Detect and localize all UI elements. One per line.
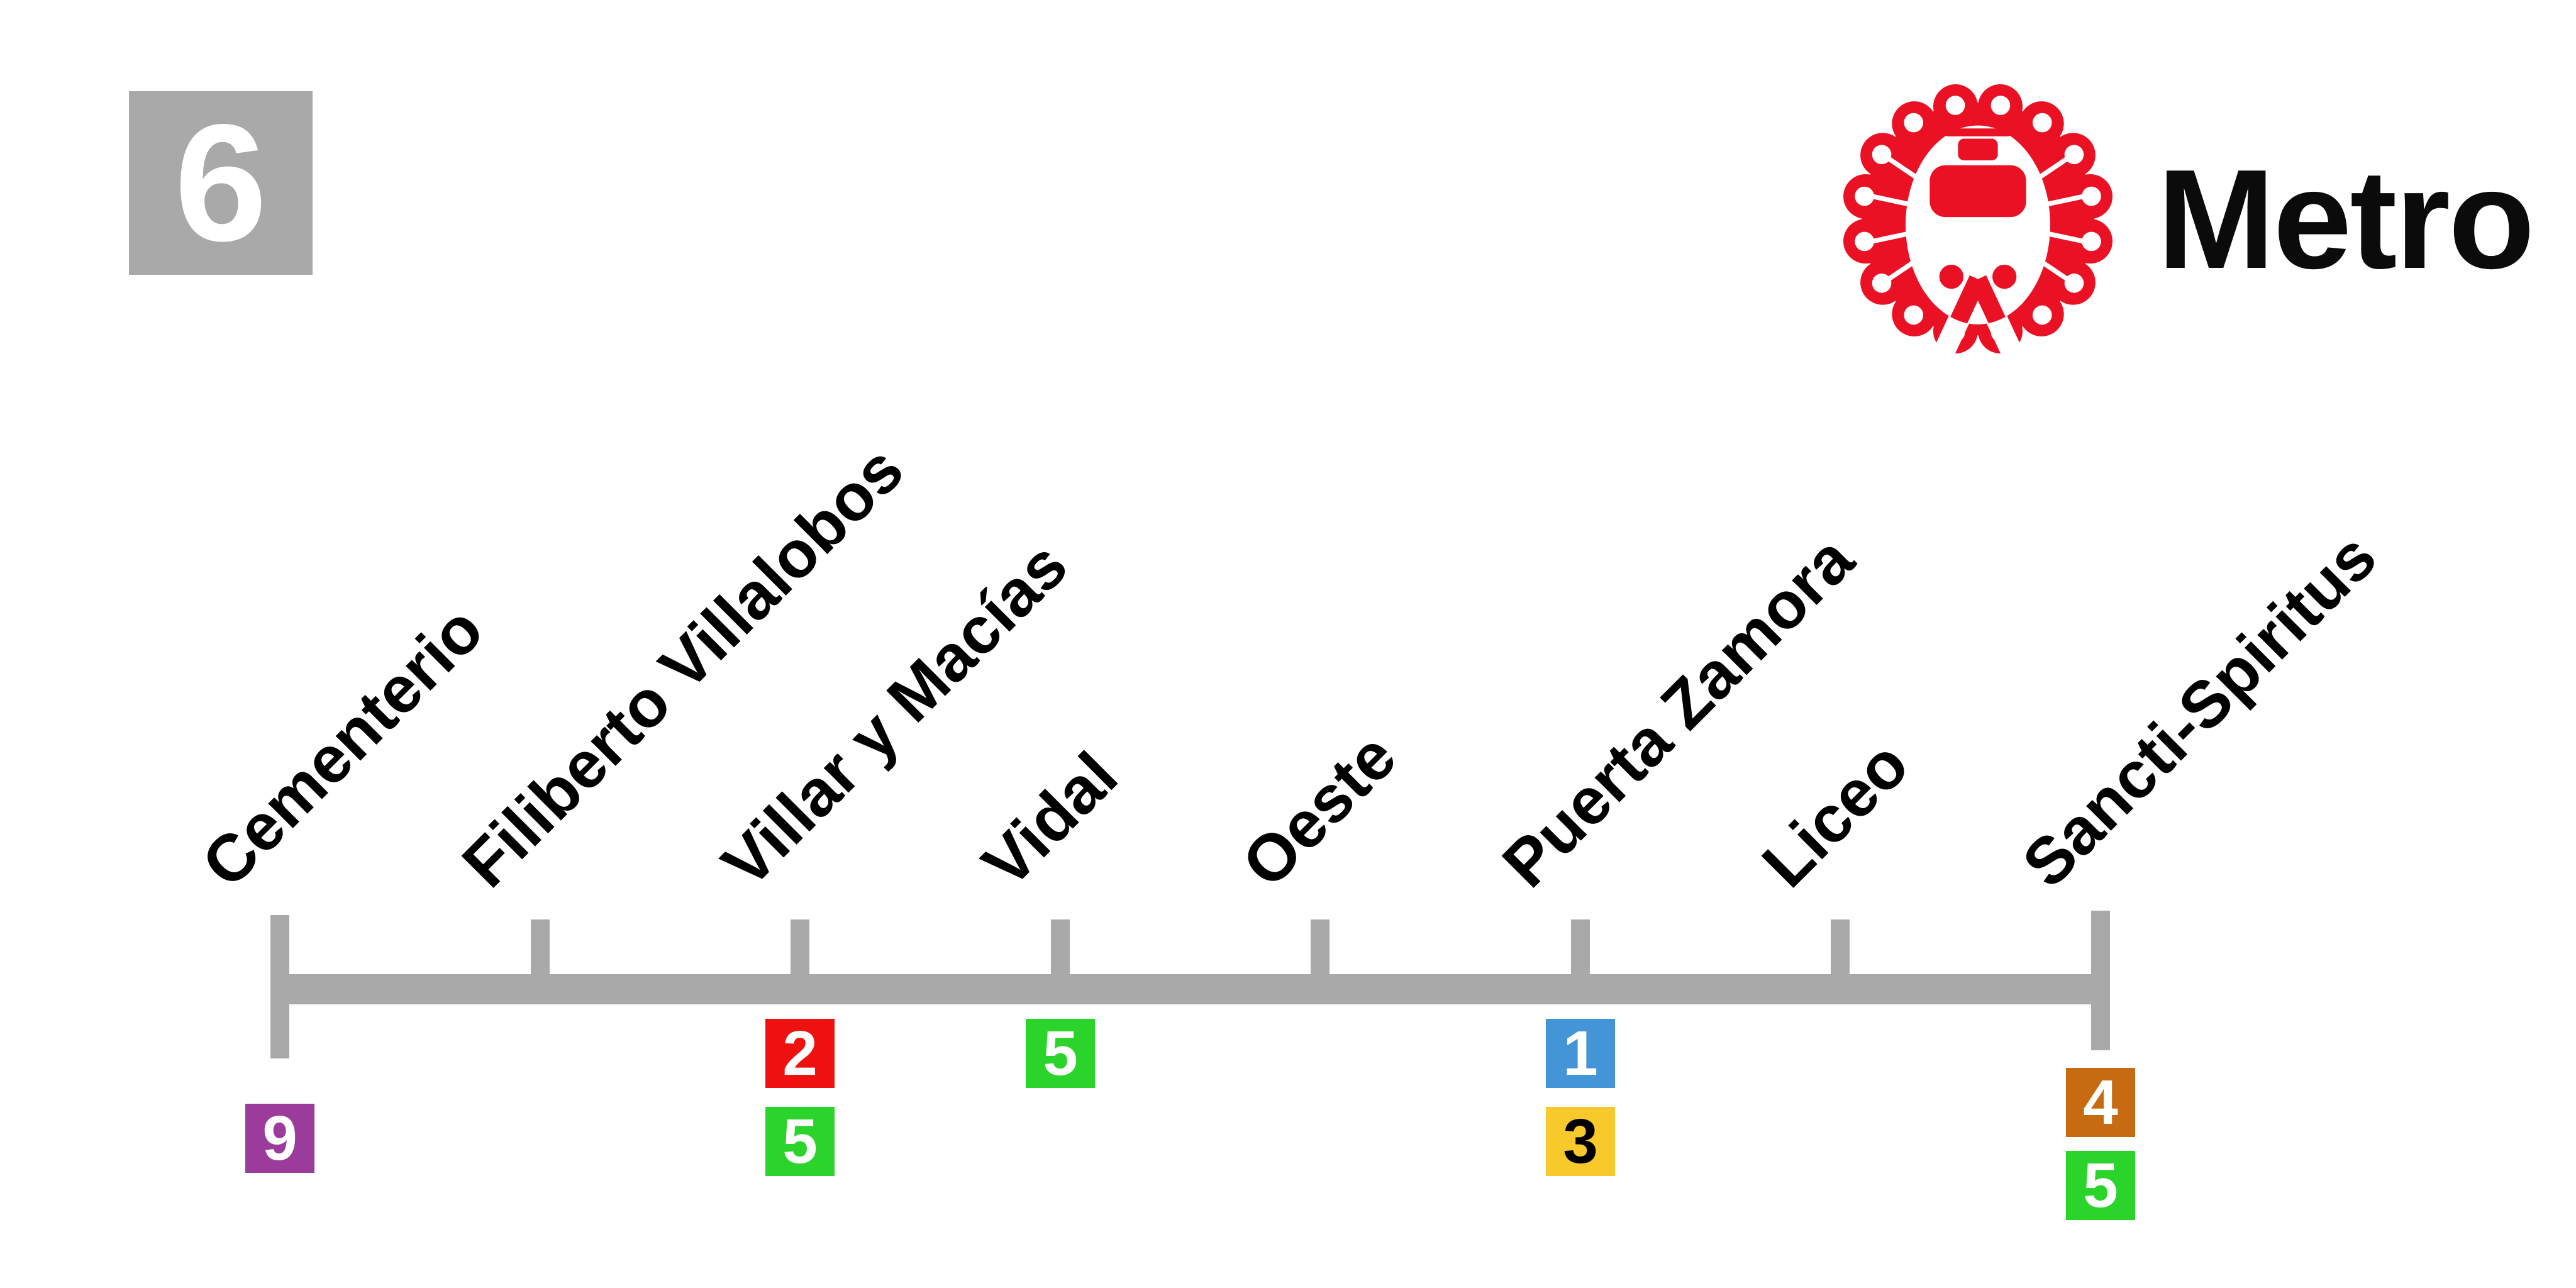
station-label: Vidal <box>969 738 1131 901</box>
transfer-badge-line-4: 4 <box>2066 1068 2135 1137</box>
metro-brand: Metro <box>1833 74 2534 364</box>
station-label: Oeste <box>1228 719 1411 901</box>
transfer-badge-line-5: 5 <box>2066 1151 2135 1220</box>
station-tick <box>270 915 289 1058</box>
station-tick <box>1831 919 1850 1004</box>
station-tick <box>791 919 809 1004</box>
station-tick <box>531 919 550 1004</box>
transfer-badge-line-5: 5 <box>765 1107 835 1176</box>
station-label: Sancti-Spiritus <box>2009 519 2390 901</box>
station-label: Filiberto Villalobos <box>448 432 918 901</box>
transfer-badge-line-1: 1 <box>1546 1019 1615 1088</box>
transfer-badge-line-9: 9 <box>245 1104 314 1173</box>
station-label: Cementerio <box>188 592 497 901</box>
train-badge-icon <box>1843 84 2112 364</box>
transfer-badge-line-3: 3 <box>1546 1107 1615 1176</box>
route-line <box>270 974 2110 1004</box>
transfer-badge-line-5: 5 <box>1026 1019 1095 1088</box>
transfer-badge-line-2: 2 <box>765 1019 835 1088</box>
station-tick <box>1311 919 1330 1004</box>
station-tick <box>1571 919 1590 1004</box>
station-label: Liceo <box>1748 727 1923 901</box>
line-number-badge: 6 <box>129 91 313 275</box>
metro-wordmark: Metro <box>2157 139 2534 298</box>
line-number: 6 <box>174 89 267 276</box>
station-tick <box>2091 911 2110 1050</box>
station-tick <box>1051 919 1070 1004</box>
